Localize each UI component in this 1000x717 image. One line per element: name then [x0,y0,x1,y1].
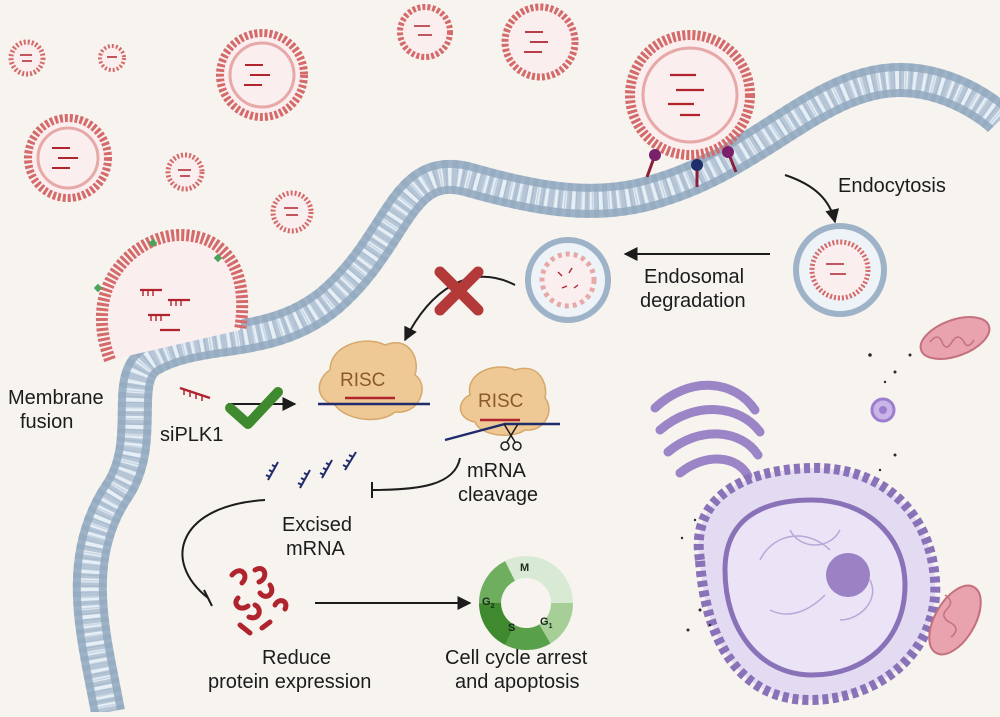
risc-complex-cleavage: RISC [444,366,560,442]
arrest-label-line1: Cell cycle arrest [445,647,588,669]
risc-complex-main: RISC [318,340,430,421]
excised-mrna-fragments [265,451,357,489]
sirna-fragment [179,386,211,401]
golgi-apparatus [650,380,765,481]
risc-label-cleave: RISC [478,391,523,412]
excised-label-line1: Excised [282,514,352,536]
vesicle-purple [870,397,896,423]
cell-cycle-diagram: M G2 S G1 [479,556,573,651]
endosomal-label-line1: Endosomal [644,266,744,288]
cleavage-label-line2: cleavage [458,484,538,506]
liposome-medium-2 [501,3,579,81]
arrow-endocytosis [784,174,840,224]
inhibition-excised-to-protein [181,499,266,607]
mitochondrion-upper [919,316,991,360]
liposome-large-2 [24,114,112,202]
phase-g1-label: G1 [540,616,553,630]
liposome-large-1 [216,29,308,121]
reduce-label-line1: Reduce [262,647,331,669]
liposome-medium-1 [397,4,453,60]
liposome-small-3 [165,152,205,192]
phase-m-label: M [520,562,529,574]
mitochondrion-lower [928,584,982,656]
membrane-fusion-label-line1: Membrane [8,387,104,409]
inhibition-cleavage-to-excised [371,457,461,498]
cross-icon [434,266,484,316]
liposome-small-2 [98,44,126,72]
excised-label-line2: mRNA [286,538,346,560]
siplk1-label: siPLK1 [160,424,223,446]
membrane-fusion-label-line2: fusion [20,411,73,433]
liposome-small-1 [8,39,46,77]
arrest-label-line2: and apoptosis [455,671,580,693]
phase-s-label: S [508,622,515,634]
degraded-protein [229,566,289,636]
ribosome-dots [680,353,912,632]
scissors-icon [500,423,522,451]
check-icon [225,387,283,429]
cleavage-label-line1: mRNA [467,460,527,482]
cell-membrane [72,62,1000,716]
liposome-small-4 [270,190,314,234]
endosome [793,223,887,317]
risc-label-main: RISC [340,370,385,391]
endocytosis-label: Endocytosis [838,175,946,197]
phase-g2-label: G2 [482,596,495,610]
reduce-label-line2: protein expression [208,671,371,693]
degraded-endosome [525,237,611,323]
endoplasmic-reticulum [693,462,941,706]
endosomal-label-line2: degradation [640,290,746,312]
fusing-liposome [93,228,249,363]
liposome-receptor-binding [625,30,755,187]
